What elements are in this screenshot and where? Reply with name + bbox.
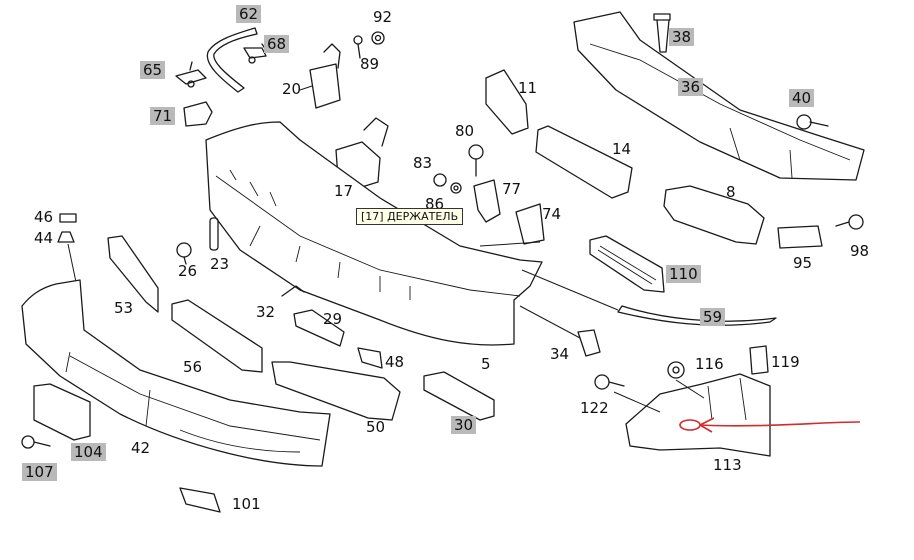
callout-92[interactable]: 92 [373, 8, 393, 26]
callout-17[interactable]: 17 [334, 182, 354, 200]
part-42-lower-cover[interactable] [21, 279, 331, 467]
callout-23[interactable]: 23 [210, 255, 230, 273]
callout-116[interactable]: 116 [695, 355, 724, 373]
part-36-bumper-beam[interactable] [573, 11, 865, 181]
callout-38[interactable]: 38 [669, 28, 695, 46]
callout-68[interactable]: 68 [264, 35, 290, 53]
part-40-bolt[interactable] [796, 114, 829, 130]
part-104-plate[interactable] [33, 383, 91, 441]
part-74-clip[interactable] [515, 203, 545, 245]
part-107-screw[interactable] [21, 435, 51, 449]
callout-50[interactable]: 50 [366, 418, 386, 436]
callout-71[interactable]: 71 [150, 107, 176, 125]
part-119-clip[interactable] [749, 345, 769, 375]
part-116-nut[interactable] [667, 361, 685, 379]
callout-29[interactable]: 29 [323, 310, 343, 328]
part-32-bracket[interactable] [281, 285, 305, 297]
part-83-nut[interactable] [433, 173, 447, 187]
callout-20[interactable]: 20 [282, 80, 302, 98]
callout-80[interactable]: 80 [455, 122, 475, 140]
part-92-nut[interactable] [371, 31, 385, 45]
callout-40[interactable]: 40 [789, 89, 815, 107]
callout-11[interactable]: 11 [518, 79, 538, 97]
part-38-push-rivet[interactable] [653, 13, 671, 53]
part-29-holder[interactable] [293, 309, 345, 347]
callout-122[interactable]: 122 [580, 399, 609, 417]
part-34-clip[interactable] [577, 329, 601, 357]
part-86-washer[interactable] [450, 182, 462, 194]
part-80-bolt[interactable] [468, 144, 484, 177]
callout-44[interactable]: 44 [34, 229, 54, 247]
part-95-plate[interactable] [777, 225, 823, 249]
callout-36[interactable]: 36 [678, 78, 704, 96]
part-122-screw[interactable] [594, 374, 625, 390]
part-68-clip[interactable] [243, 43, 267, 64]
callout-113[interactable]: 113 [713, 456, 742, 474]
callout-119[interactable]: 119 [771, 353, 800, 371]
part-46-clip[interactable] [59, 213, 77, 223]
part-8-absorber[interactable] [663, 185, 765, 245]
callout-30[interactable]: 30 [451, 416, 477, 434]
part-56-grille-strip[interactable] [171, 299, 263, 373]
callout-32[interactable]: 32 [256, 303, 276, 321]
callout-42[interactable]: 42 [131, 439, 151, 457]
part-62-trim-strip[interactable] [206, 27, 258, 93]
callout-59[interactable]: 59 [700, 308, 726, 326]
callout-107[interactable]: 107 [22, 463, 57, 481]
part-11-bracket[interactable] [485, 69, 529, 135]
callout-110[interactable]: 110 [666, 265, 701, 283]
part-71-bracket[interactable] [183, 101, 213, 127]
callout-53[interactable]: 53 [114, 299, 134, 317]
callout-65[interactable]: 65 [140, 61, 166, 79]
part-59-moulding[interactable] [617, 305, 777, 326]
callout-34[interactable]: 34 [550, 345, 570, 363]
callout-104[interactable]: 104 [71, 443, 106, 461]
part-110-grille[interactable] [589, 235, 665, 293]
annotation-red-arrow [679, 417, 861, 433]
part-tooltip: [17] ДЕРЖАТЕЛЬ [356, 208, 464, 225]
part-26-bolt[interactable] [176, 242, 192, 265]
part-48-vent[interactable] [357, 347, 383, 369]
part-23-strap[interactable] [209, 217, 219, 251]
callout-5[interactable]: 5 [481, 355, 491, 373]
part-101-bracket[interactable] [179, 487, 221, 513]
part-113-corner-piece[interactable] [625, 373, 771, 457]
part-98-screw[interactable] [835, 214, 864, 230]
callout-95[interactable]: 95 [793, 254, 813, 272]
callout-62[interactable]: 62 [236, 5, 262, 23]
part-77-bracket[interactable] [473, 179, 501, 223]
callout-46[interactable]: 46 [34, 208, 54, 226]
callout-83[interactable]: 83 [413, 154, 433, 172]
part-14-impact-absorber[interactable] [535, 125, 633, 199]
part-30-bracket[interactable] [423, 371, 495, 421]
callout-89[interactable]: 89 [360, 55, 380, 73]
callout-26[interactable]: 26 [178, 262, 198, 280]
callout-74[interactable]: 74 [542, 205, 562, 223]
part-50-lower-strip[interactable] [271, 361, 401, 421]
part-89-screw[interactable] [353, 35, 363, 59]
part-65-clip[interactable] [175, 61, 207, 88]
callout-77[interactable]: 77 [502, 180, 522, 198]
callout-101[interactable]: 101 [232, 495, 261, 513]
part-5-bumper-cover[interactable] [205, 121, 543, 346]
callout-56[interactable]: 56 [183, 358, 203, 376]
part-20-mounting-bracket[interactable] [299, 43, 341, 109]
callout-98[interactable]: 98 [850, 242, 870, 260]
callout-48[interactable]: 48 [385, 353, 405, 371]
part-53-side-strip[interactable] [107, 235, 159, 313]
callout-8[interactable]: 8 [726, 183, 736, 201]
callout-14[interactable]: 14 [612, 140, 632, 158]
part-44-clip[interactable] [57, 231, 75, 243]
